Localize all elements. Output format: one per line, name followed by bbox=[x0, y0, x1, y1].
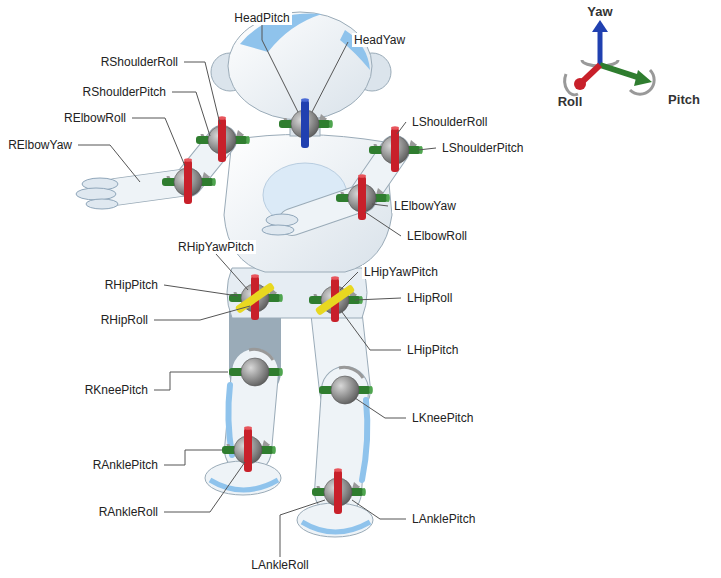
joint-label: RShoulderPitch bbox=[81, 85, 168, 99]
joint-label: RAnklePitch bbox=[91, 458, 160, 472]
joint-label: RHipRoll bbox=[99, 313, 150, 327]
joint-label: HeadYaw bbox=[352, 33, 407, 47]
joint-label: RShoulderRoll bbox=[99, 55, 180, 69]
joint-label: LHipPitch bbox=[405, 343, 460, 357]
joint-label: RElbowRoll bbox=[62, 111, 128, 125]
joint-label: LShoulderPitch bbox=[440, 141, 525, 155]
joint-label: RHipPitch bbox=[103, 278, 160, 292]
joint-label: RElbowYaw bbox=[6, 138, 74, 152]
joint-label: LHipRoll bbox=[405, 291, 454, 305]
axis-label: Yaw bbox=[585, 5, 614, 19]
joint-label: LKneePitch bbox=[410, 411, 475, 425]
joint-label: RHipYawPitch bbox=[176, 240, 256, 254]
joint-label: RAnkleRoll bbox=[97, 505, 160, 519]
joint-label: LAnkleRoll bbox=[249, 558, 310, 572]
joint-label: LHipYawPitch bbox=[362, 265, 440, 279]
joint-label: LShoulderRoll bbox=[410, 115, 489, 129]
joint-label: HeadPitch bbox=[232, 11, 291, 25]
joint-label: LElbowYaw bbox=[392, 199, 458, 213]
joint-label: LElbowRoll bbox=[405, 229, 469, 243]
axis-label: Roll bbox=[556, 95, 585, 109]
axis-label: Pitch bbox=[666, 93, 702, 107]
joint-label: LAnklePitch bbox=[410, 512, 477, 526]
joint-label: RKneePitch bbox=[83, 383, 150, 397]
